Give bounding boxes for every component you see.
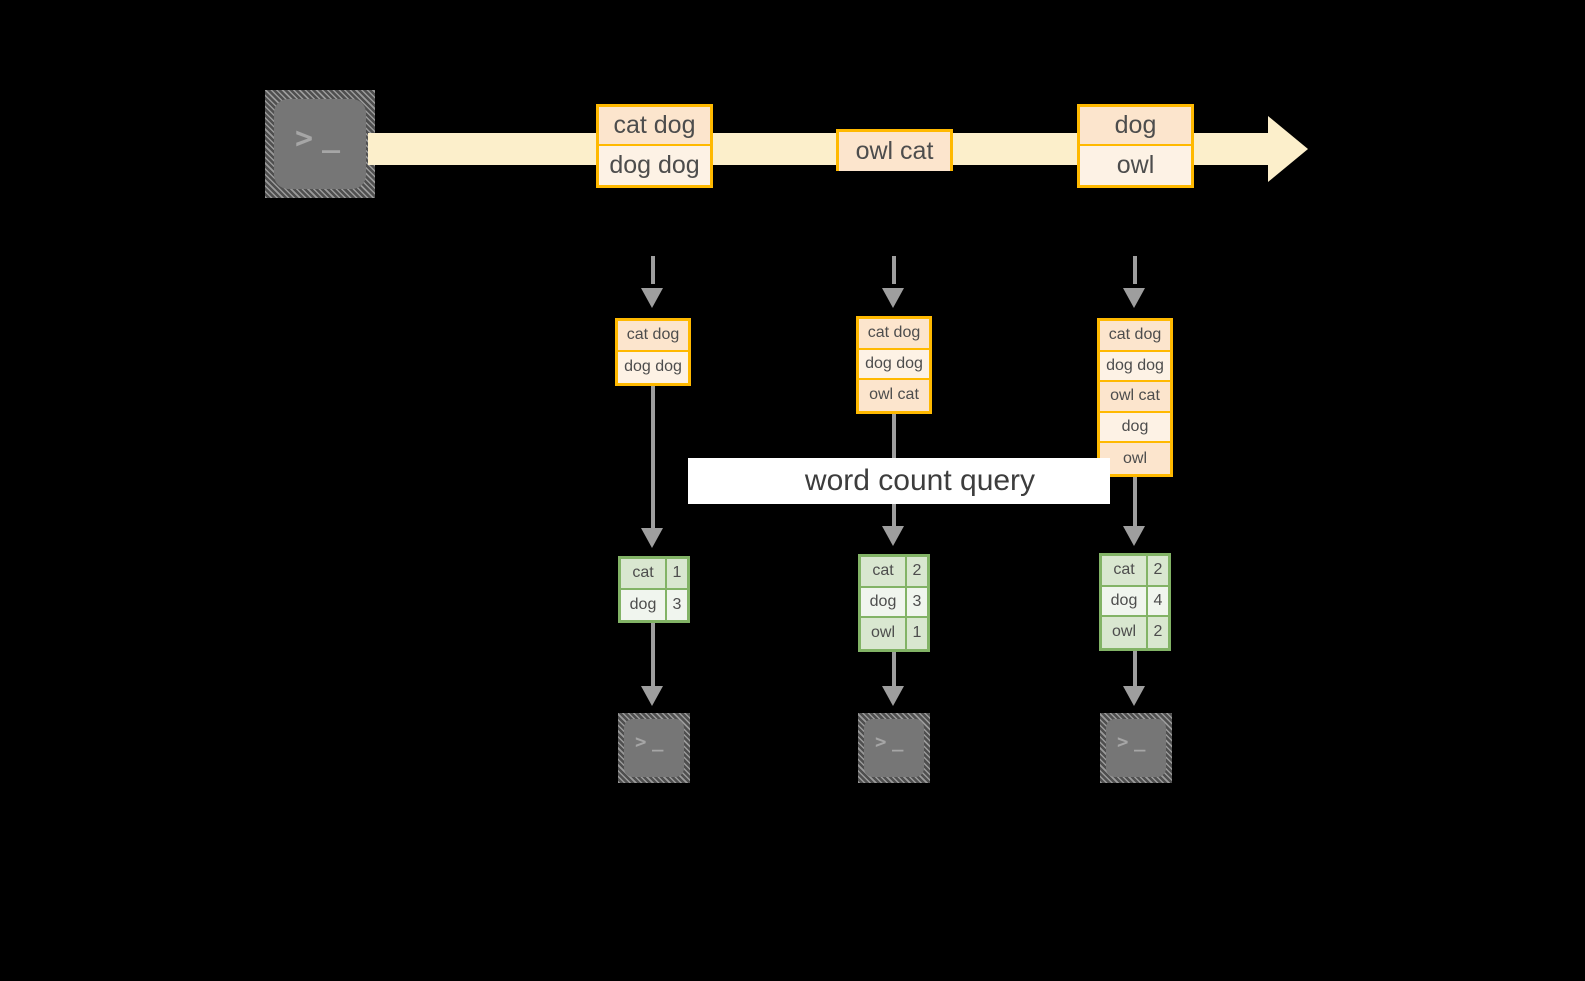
table-cell-count: 3 bbox=[667, 589, 687, 620]
terminal-screen bbox=[1106, 719, 1166, 777]
buffer-line: dog dog bbox=[618, 351, 688, 383]
terminal-cursor-glyph: _ bbox=[892, 730, 904, 752]
table-cell-word: cat bbox=[621, 559, 667, 588]
buffer-box[interactable]: cat dog dog dog owl cat bbox=[856, 316, 932, 414]
sink-terminal-icon[interactable]: > _ bbox=[618, 713, 690, 783]
query-connector-line bbox=[651, 386, 655, 536]
table-cell-word: owl bbox=[861, 618, 907, 649]
table-cell-count: 3 bbox=[907, 587, 927, 616]
table-cell-word: dog bbox=[1102, 586, 1148, 615]
stream-event-line: owl bbox=[1080, 146, 1191, 185]
table-row: cat 2 bbox=[861, 557, 927, 588]
stream-arrow-head bbox=[1268, 116, 1308, 182]
stream-event-line: dog dog bbox=[599, 146, 710, 185]
table-row: dog 4 bbox=[1102, 586, 1168, 617]
stream-event-line: dog bbox=[1080, 107, 1191, 146]
terminal-screen bbox=[274, 99, 366, 189]
buffer-line: cat dog bbox=[859, 319, 929, 350]
buffer-box[interactable]: cat dog dog dog owl cat dog owl bbox=[1097, 318, 1173, 477]
table-cell-count: 1 bbox=[667, 559, 687, 588]
buffer-line: dog bbox=[1100, 412, 1170, 444]
buffer-line: owl cat bbox=[1100, 382, 1170, 413]
table-row: dog 3 bbox=[861, 587, 927, 618]
terminal-cursor-glyph: _ bbox=[652, 730, 664, 752]
stream-tap-dash bbox=[892, 256, 896, 284]
sink-connector-arrowhead bbox=[1123, 686, 1145, 706]
terminal-prompt-glyph: > bbox=[295, 121, 314, 156]
query-label-text: word count query bbox=[804, 464, 1036, 497]
buffer-line: dog dog bbox=[859, 349, 929, 381]
query-label: word count query bbox=[688, 458, 1110, 504]
table-cell-word: owl bbox=[1102, 617, 1148, 648]
table-row: cat 1 bbox=[621, 559, 687, 590]
sink-terminal-icon[interactable]: > _ bbox=[858, 713, 930, 783]
sink-connector-arrowhead bbox=[641, 686, 663, 706]
terminal-screen bbox=[624, 719, 684, 777]
buffer-line: cat dog bbox=[618, 321, 688, 352]
buffer-line: owl cat bbox=[859, 380, 929, 411]
sink-connector-line bbox=[892, 652, 896, 694]
table-row: owl 2 bbox=[1102, 617, 1168, 648]
table-cell-count: 2 bbox=[1148, 617, 1168, 648]
terminal-screen bbox=[864, 719, 924, 777]
terminal-cursor-glyph: _ bbox=[1134, 730, 1146, 752]
table-cell-word: cat bbox=[861, 557, 907, 586]
buffer-line: owl bbox=[1100, 443, 1170, 474]
table-row: cat 2 bbox=[1102, 556, 1168, 587]
terminal-prompt-glyph: > bbox=[635, 731, 647, 753]
buffer-line: dog dog bbox=[1100, 351, 1170, 383]
query-connector-arrowhead bbox=[882, 526, 904, 546]
sink-connector-line bbox=[651, 623, 655, 693]
buffer-box[interactable]: cat dog dog dog bbox=[615, 318, 691, 386]
table-cell-word: dog bbox=[861, 587, 907, 616]
word-count-table[interactable]: cat 2 dog 4 owl 2 bbox=[1099, 553, 1171, 651]
stream-tap-dash bbox=[1133, 256, 1137, 284]
terminal-prompt-glyph: > bbox=[875, 731, 887, 753]
query-connector-line bbox=[1133, 477, 1137, 534]
terminal-prompt-glyph: > bbox=[1117, 731, 1129, 753]
stream-event-line: owl cat bbox=[839, 132, 950, 171]
stream-event-box[interactable]: owl cat bbox=[836, 129, 953, 171]
query-connector-arrowhead bbox=[1123, 526, 1145, 546]
stream-tap-arrowhead bbox=[882, 288, 904, 308]
stream-tap-arrowhead bbox=[641, 288, 663, 308]
table-cell-word: cat bbox=[1102, 556, 1148, 585]
sink-connector-line bbox=[1133, 651, 1137, 694]
stream-tap-arrowhead bbox=[1123, 288, 1145, 308]
stream-event-line: cat dog bbox=[599, 107, 710, 146]
sink-connector-arrowhead bbox=[882, 686, 904, 706]
table-cell-count: 2 bbox=[1148, 556, 1168, 585]
word-count-table[interactable]: cat 1 dog 3 bbox=[618, 556, 690, 623]
table-cell-word: dog bbox=[621, 589, 667, 620]
stream-event-box[interactable]: dog owl bbox=[1077, 104, 1194, 188]
source-terminal-icon[interactable]: > _ bbox=[265, 90, 375, 198]
query-connector-arrowhead bbox=[641, 528, 663, 548]
stream-tap-dash bbox=[651, 256, 655, 284]
table-cell-count: 4 bbox=[1148, 586, 1168, 615]
table-cell-count: 2 bbox=[907, 557, 927, 586]
word-count-table[interactable]: cat 2 dog 3 owl 1 bbox=[858, 554, 930, 652]
table-row: dog 3 bbox=[621, 589, 687, 620]
stream-event-box[interactable]: cat dog dog dog bbox=[596, 104, 713, 188]
table-cell-count: 1 bbox=[907, 618, 927, 649]
table-row: owl 1 bbox=[861, 618, 927, 649]
buffer-line: cat dog bbox=[1100, 321, 1170, 352]
terminal-cursor-glyph: _ bbox=[322, 119, 341, 154]
sink-terminal-icon[interactable]: > _ bbox=[1100, 713, 1172, 783]
